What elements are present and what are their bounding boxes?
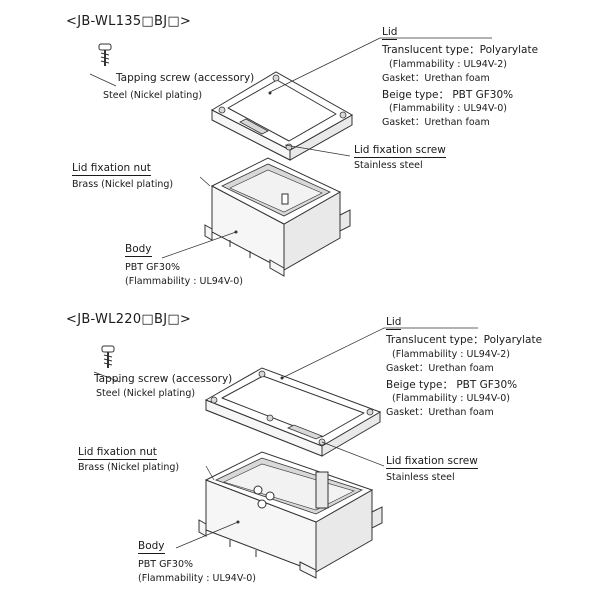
tapping-screw-label: Tapping screw (accessory): [94, 373, 233, 385]
tapping-screw-material: Steel (Nickel plating): [103, 90, 203, 101]
lid-beige-flammability: (Flammability : UL94V-0): [392, 393, 510, 404]
lid-beige-label: Beige type： PBT GF30%: [386, 379, 518, 391]
tapping-screw-1: [98, 43, 112, 66]
lid-label: Lid: [386, 316, 402, 330]
section-title: <JB-WL220□BJ□>: [66, 312, 192, 327]
tapping-screw-material: Steel (Nickel plating): [96, 388, 196, 399]
lid-translucent-gasket: Gasket：Urethan foam: [382, 73, 490, 84]
tapping-screw-2: [101, 345, 115, 368]
lid-fixation-nut-material: Brass (Nickel plating): [78, 462, 180, 473]
body-material: PBT GF30%: [138, 559, 194, 570]
body-1: [204, 157, 351, 277]
lid-translucent-gasket: Gasket：Urethan foam: [386, 363, 494, 374]
lid-beige-label: Beige type： PBT GF30%: [382, 89, 514, 101]
body-label: Body: [125, 243, 152, 257]
lid-translucent-flammability: (Flammability : UL94V-2): [389, 59, 507, 70]
lid-fixation-nut-material: Brass (Nickel plating): [72, 179, 174, 190]
lid-2: [204, 367, 382, 457]
section-title: <JB-WL135□BJ□>: [66, 14, 192, 29]
lid-fixation-screw-label: Lid fixation screw: [386, 455, 478, 469]
lid-fixation-screw-label: Lid fixation screw: [354, 144, 446, 158]
body-material: PBT GF30%: [125, 262, 181, 273]
lid-beige-flammability: (Flammability : UL94V-0): [389, 103, 507, 114]
lid-fixation-screw-material: Stainless steel: [386, 472, 455, 483]
lid-beige-gasket: Gasket：Urethan foam: [382, 117, 490, 128]
lid-fixation-nut-label: Lid fixation nut: [78, 446, 157, 460]
body-flammability: (Flammability : UL94V-0): [125, 276, 243, 287]
body-flammability: (Flammability : UL94V-0): [138, 573, 256, 584]
lid-translucent-label: Translucent type：Polyarylate: [382, 44, 539, 56]
lid-translucent-flammability: (Flammability : UL94V-2): [392, 349, 510, 360]
lid-fixation-nut-label: Lid fixation nut: [72, 162, 151, 176]
body-2: [198, 451, 383, 579]
tapping-screw-label: Tapping screw (accessory): [116, 72, 255, 84]
lid-label: Lid: [382, 26, 398, 40]
body-label: Body: [138, 540, 165, 554]
lid-beige-gasket: Gasket：Urethan foam: [386, 407, 494, 418]
lid-fixation-screw-material: Stainless steel: [354, 160, 423, 171]
lid-translucent-label: Translucent type：Polyarylate: [386, 334, 543, 346]
lid-1: [210, 71, 354, 161]
